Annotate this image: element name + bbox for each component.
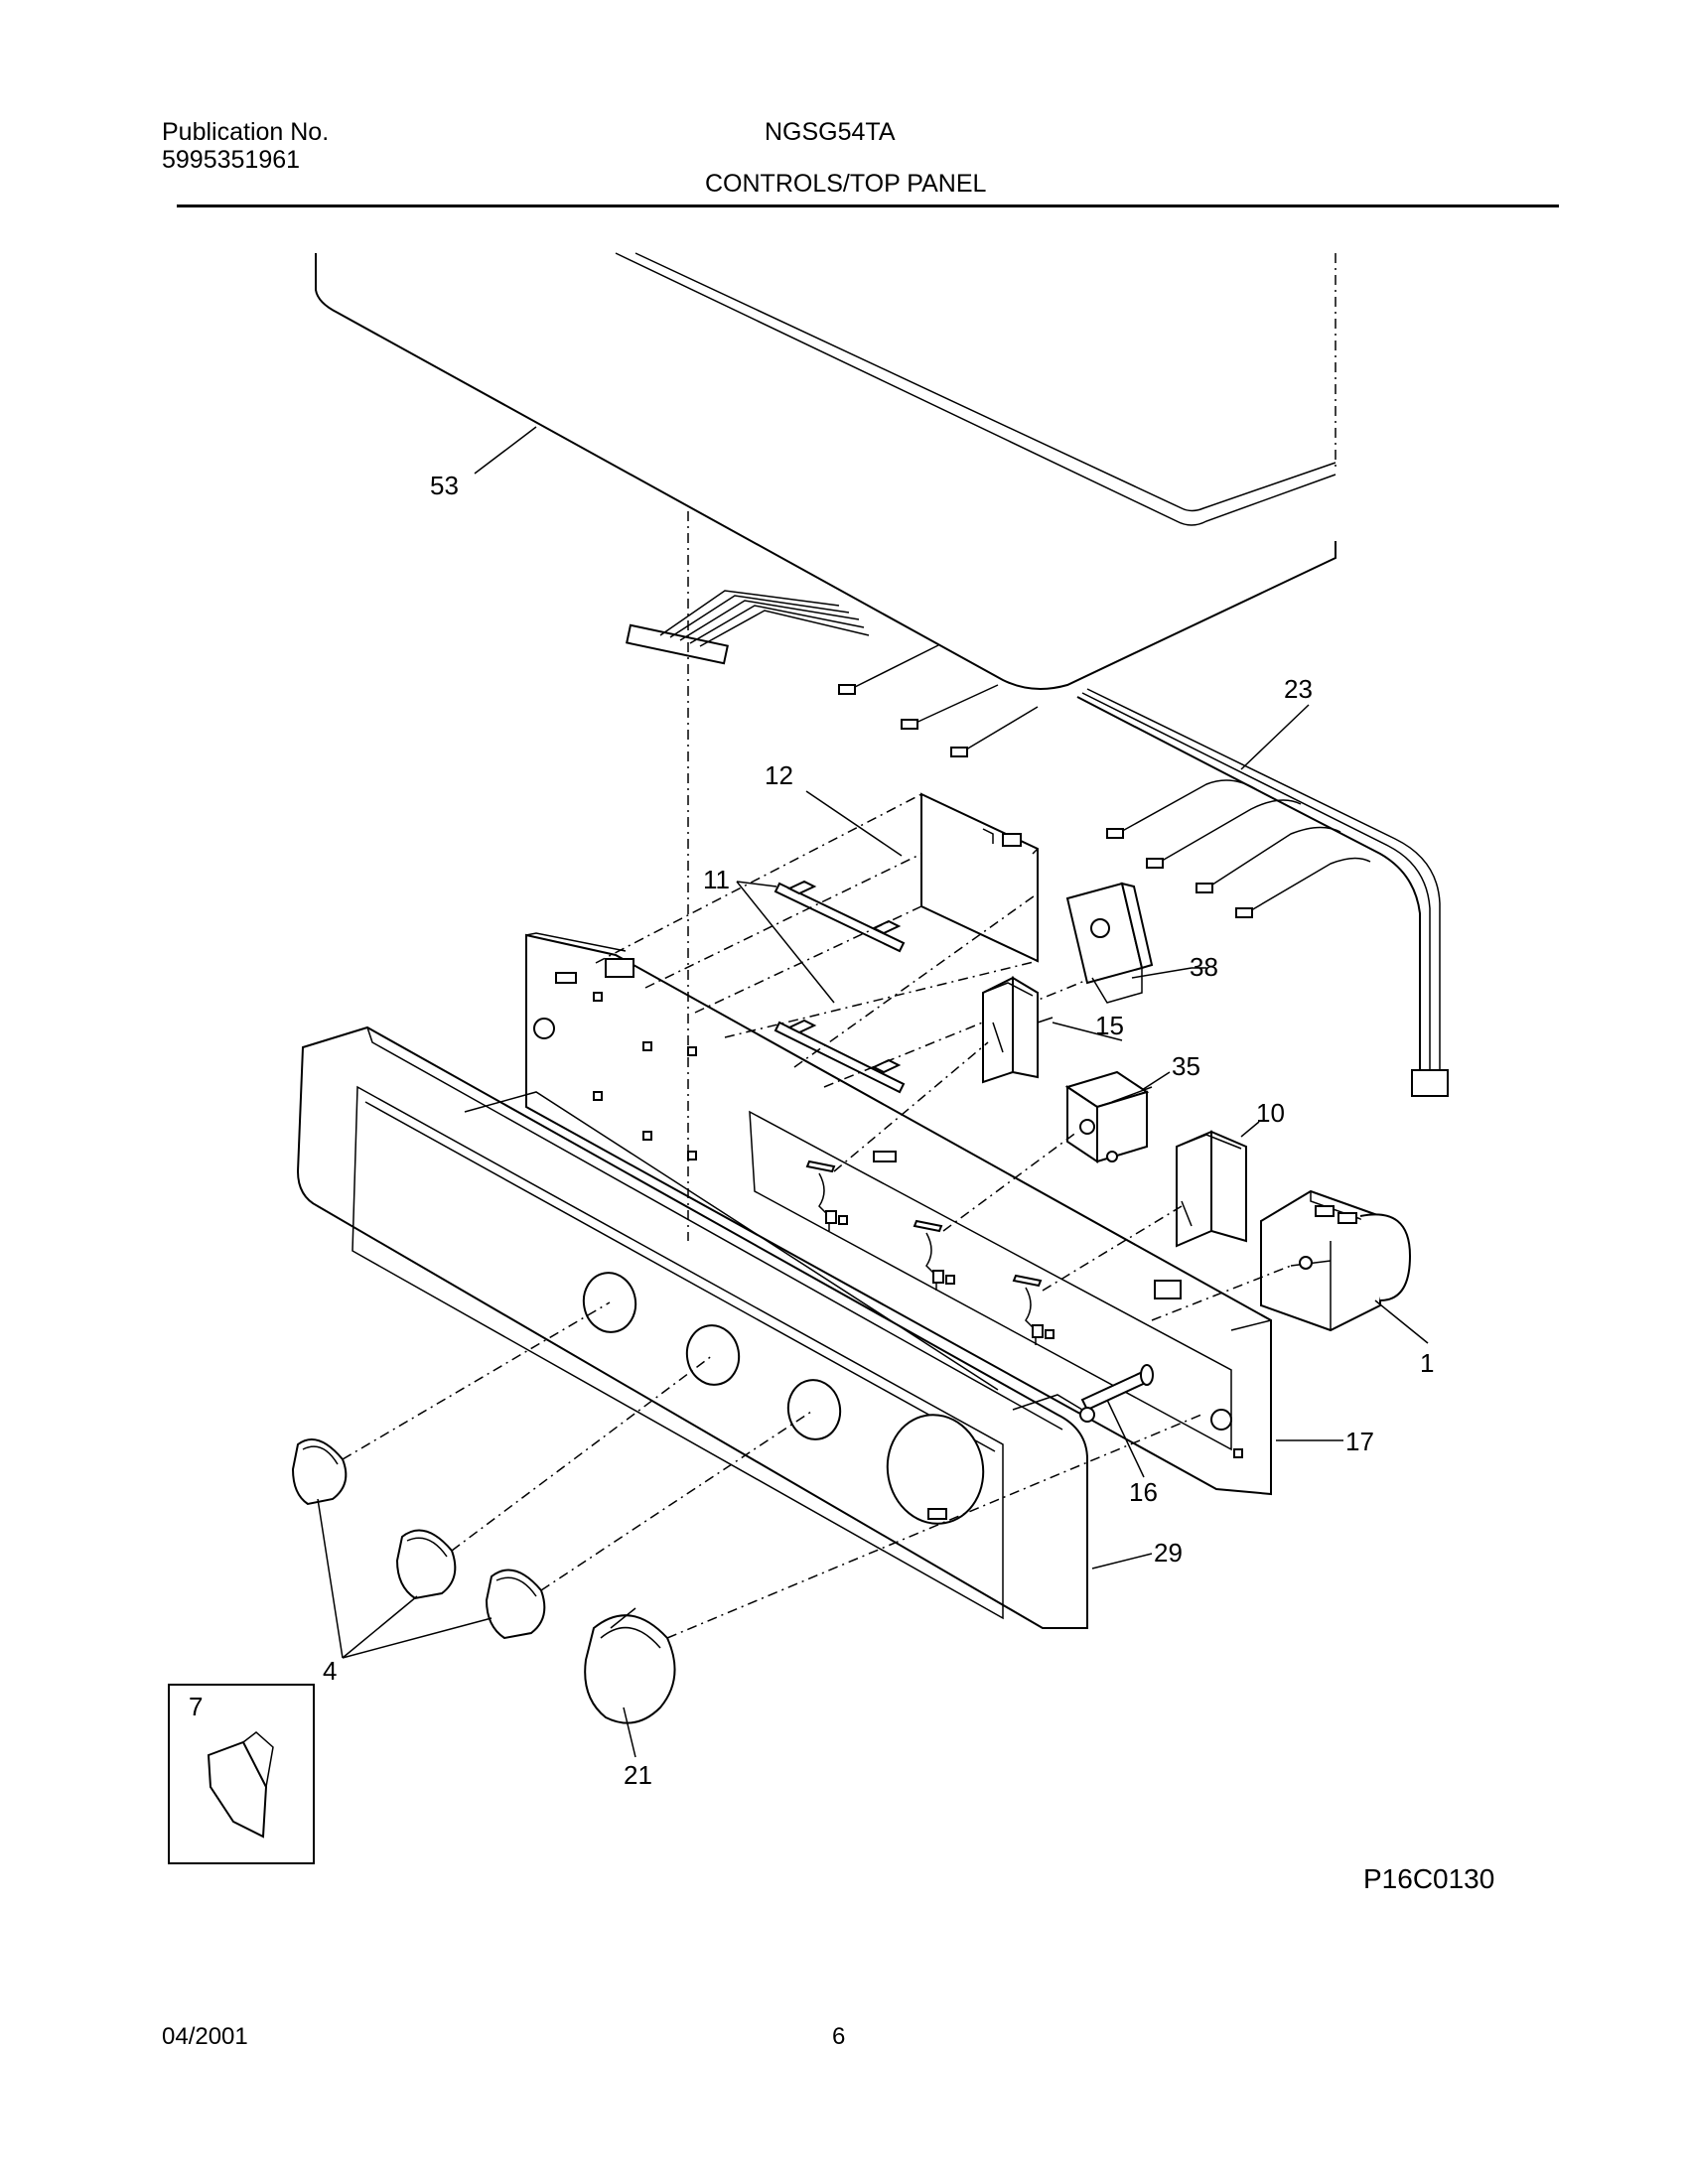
callout-38: 38: [1190, 952, 1218, 982]
callout-11: 11: [703, 865, 730, 894]
publication-number: 5995351961: [162, 146, 301, 174]
callout-7: 7: [189, 1692, 203, 1721]
callout-21: 21: [624, 1760, 652, 1790]
leader-lines: [317, 426, 1429, 1758]
callout-17: 17: [1345, 1427, 1374, 1456]
callout-1: 1: [1420, 1348, 1434, 1378]
model-number: NGSG54TA: [765, 118, 896, 146]
control-panel-front: [296, 1025, 1088, 1629]
section-title: CONTROLS/TOP PANEL: [705, 170, 987, 198]
callout-15: 15: [1095, 1011, 1124, 1040]
panel-leads: [838, 644, 1039, 757]
callout-53: 53: [430, 471, 459, 500]
diagram-code: P16C0130: [1363, 1863, 1495, 1894]
callout-29: 29: [1154, 1538, 1183, 1568]
callout-23: 23: [1284, 674, 1313, 704]
clip-inset-box: [168, 1684, 315, 1864]
top-panel: [315, 252, 1336, 690]
assembly-lines-knobs: [342, 1301, 1202, 1639]
ribbon-connector: [626, 590, 870, 665]
shaft: [1079, 1364, 1154, 1423]
switch-slots: [805, 1160, 1055, 1345]
switch-10: [1176, 1130, 1247, 1248]
switch-38: [1065, 882, 1193, 1004]
assembly-lines-upper: [595, 793, 1093, 1088]
timer: [1260, 1189, 1412, 1332]
switch-15: [982, 976, 1054, 1084]
callout-35: 35: [1172, 1051, 1200, 1081]
knobs: [291, 1438, 546, 1640]
callout-16: 16: [1129, 1477, 1158, 1507]
callout-12: 12: [765, 760, 793, 790]
footer-date: 04/2001: [162, 2023, 248, 2050]
timer-knob: [584, 1607, 676, 1724]
console-rear: [525, 932, 1272, 1496]
assembly-lines-switches: [833, 1041, 1292, 1321]
bracket-box: [920, 792, 1039, 963]
callout-10: 10: [1256, 1098, 1285, 1128]
publication-label: Publication No.: [162, 118, 330, 146]
switch-35: [1064, 1070, 1153, 1163]
callout-4: 4: [323, 1656, 337, 1686]
page-number: 6: [832, 2023, 846, 2050]
header-rule: [177, 205, 1559, 207]
wire-harness: [1076, 688, 1449, 1097]
clip-brackets: [774, 880, 906, 1094]
